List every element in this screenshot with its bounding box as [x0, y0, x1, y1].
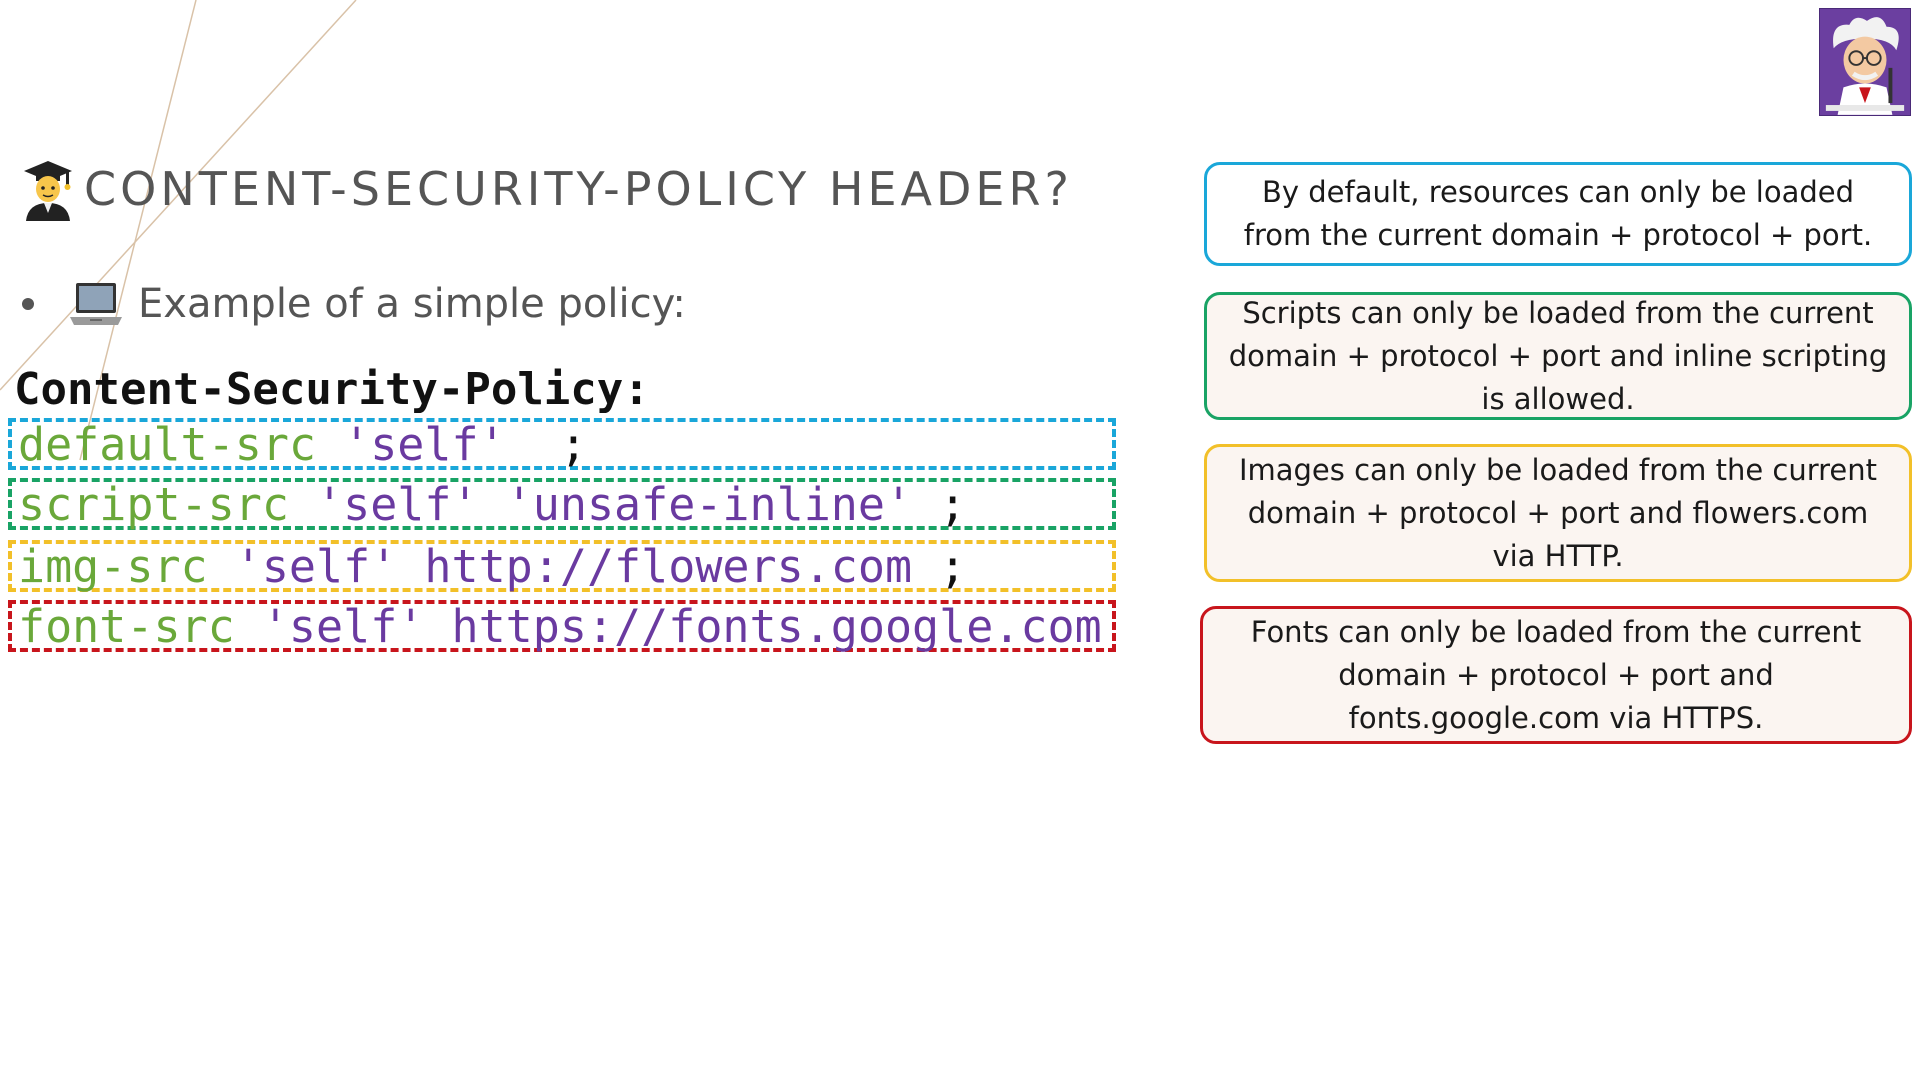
- policy-line-default-src: default-src 'self' ;: [8, 417, 1116, 471]
- page-title: CONTENT-SECURITY-POLICY HEADER?: [84, 162, 1073, 216]
- directive: script-src: [18, 477, 289, 531]
- graduate-icon: [24, 161, 72, 221]
- policy-line-font-src: font-src 'self' https://fonts.google.com: [8, 599, 1116, 653]
- terminator: ;: [939, 477, 967, 531]
- source-list: 'self' https://fonts.google.com: [261, 599, 1102, 653]
- terminator: ;: [559, 417, 587, 471]
- slide-title: CONTENT-SECURITY-POLICY HEADER?: [20, 155, 1073, 223]
- bullet-dot: [22, 298, 34, 310]
- note-script-src: Scripts can only be loaded from the curr…: [1204, 292, 1912, 420]
- note-font-src: Fonts can only be loaded from the curren…: [1200, 606, 1912, 744]
- scientist-avatar: [1819, 8, 1911, 116]
- policy-line-img-src: img-src 'self' http://flowers.com ;: [8, 539, 1116, 593]
- laptop-icon: [70, 283, 122, 325]
- decorative-lines: [0, 0, 357, 460]
- source-list: 'self' 'unsafe-inline': [316, 477, 913, 531]
- directive: img-src: [18, 539, 208, 593]
- bullet-text: Example of a simple policy:: [138, 281, 686, 327]
- note-default-src: By default, resources can only be loaded…: [1204, 162, 1912, 266]
- source-list: 'self' http://flowers.com: [234, 539, 913, 593]
- source-list: 'self': [343, 417, 506, 471]
- directive: default-src: [18, 417, 317, 471]
- directive: font-src: [18, 599, 235, 653]
- bullet-item: Example of a simple policy:: [22, 276, 686, 332]
- csp-heading: Content-Security-Policy:: [14, 364, 650, 415]
- terminator: ;: [939, 539, 967, 593]
- note-img-src: Images can only be loaded from the curre…: [1204, 444, 1912, 582]
- policy-line-script-src: script-src 'self' 'unsafe-inline' ;: [8, 477, 1116, 531]
